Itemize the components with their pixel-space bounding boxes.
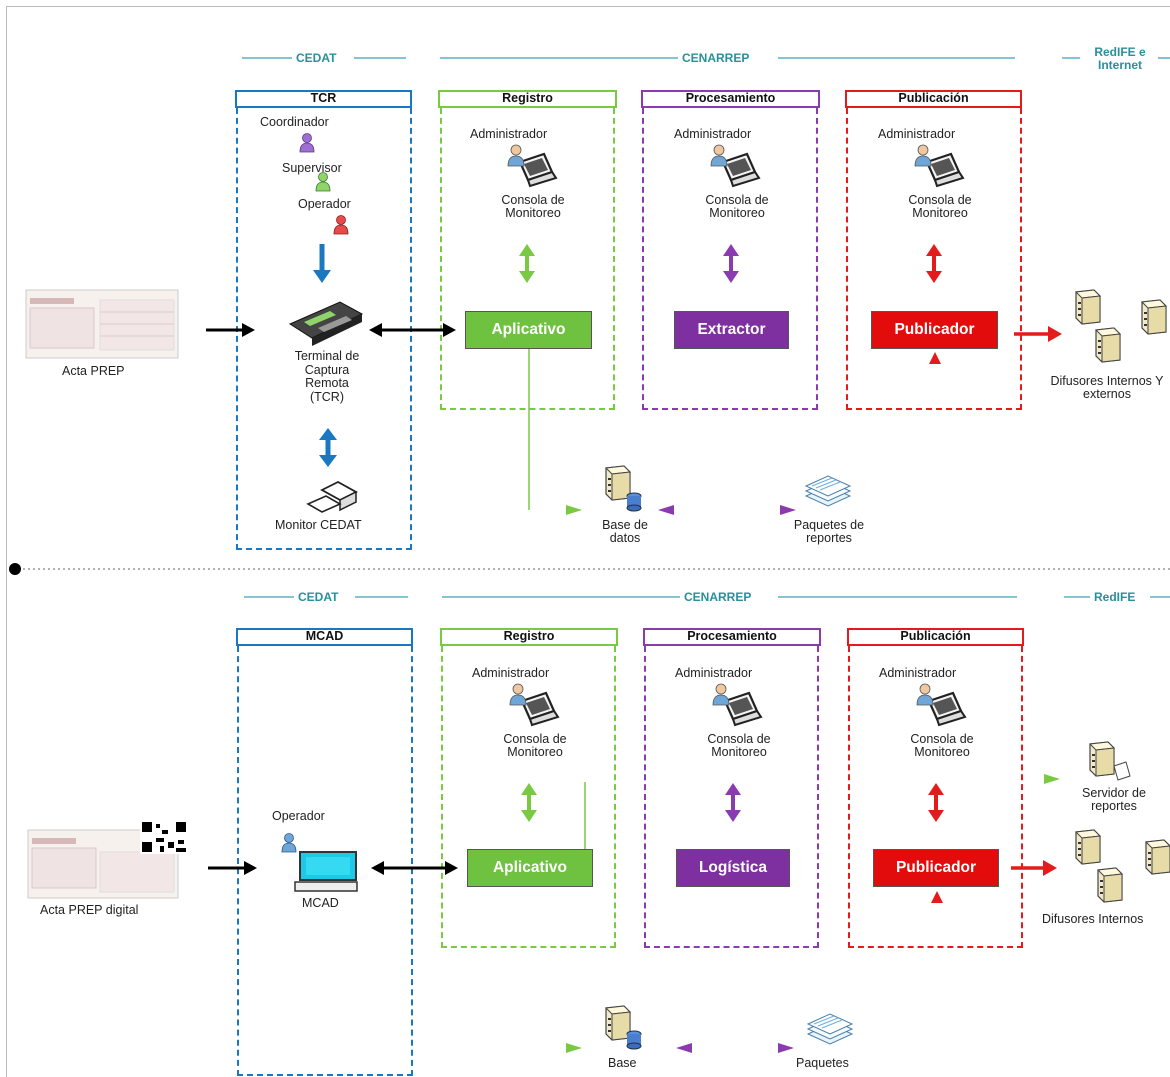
- column-header-tcr: TCR: [235, 90, 412, 108]
- aplicativo-box-2: Aplicativo: [467, 849, 593, 887]
- publicacion-console-label-2: Consola de Monitoreo: [910, 732, 974, 759]
- column-header-procesamiento: Procesamiento: [641, 90, 820, 108]
- section-cedat-2: CEDAT: [298, 590, 339, 604]
- logistica-box: Logística: [676, 849, 790, 887]
- person-icon: [315, 172, 331, 192]
- registro-console-label: Consola de Monitoreo: [501, 193, 565, 220]
- person-icon: [333, 215, 349, 235]
- base-label-2: Base: [608, 1056, 637, 1070]
- section-cenarrep: CENARREP: [682, 51, 750, 65]
- column-header-mcad: MCAD: [236, 628, 413, 646]
- monitor-cedat-label: Monitor CEDAT: [275, 518, 362, 532]
- column-body-procesamiento-2: [644, 646, 819, 948]
- documents-icon: [805, 475, 851, 507]
- frame: [6, 6, 1170, 1077]
- paquetes-label: Paquetes de reportes: [793, 518, 865, 545]
- laptop-icon: [506, 143, 558, 188]
- person-icon: [281, 833, 297, 853]
- registro-admin-label-2: Administrador: [472, 666, 550, 680]
- column-body-publicacion-2: [848, 646, 1023, 948]
- publicacion-console-label: Consola de Monitoreo: [908, 193, 972, 220]
- server-icon: [605, 465, 631, 501]
- section-cenarrep-2: CENARREP: [684, 590, 752, 604]
- laptop-icon: [913, 143, 965, 188]
- terminal-label: Terminal de Captura Remota (TCR): [294, 349, 360, 404]
- registro-admin-label: Administrador: [470, 127, 548, 141]
- operador-label-2: Operador: [272, 809, 325, 823]
- mcad-label: MCAD: [302, 896, 339, 910]
- servidor-reportes-label: Servidor de reportes: [1082, 786, 1146, 813]
- procesamiento-console-label-2: Consola de Monitoreo: [707, 732, 771, 759]
- section-cedat: CEDAT: [296, 51, 337, 65]
- computer-icon: [294, 851, 358, 892]
- server-icon: [1145, 839, 1170, 875]
- column-header-publicacion-2: Publicación: [847, 628, 1024, 646]
- column-body-publicacion: [846, 108, 1022, 410]
- procesamiento-admin-label-2: Administrador: [675, 666, 753, 680]
- payment-terminal-icon: [288, 301, 364, 346]
- column-header-registro-2: Registro: [440, 628, 618, 646]
- server-icon: [1095, 327, 1121, 363]
- publicador-box: Publicador: [871, 311, 998, 349]
- column-body-procesamiento: [642, 108, 818, 410]
- column-header-publicacion: Publicación: [845, 90, 1022, 108]
- publicacion-admin-label-2: Administrador: [879, 666, 957, 680]
- column-body-registro-2: [441, 646, 616, 948]
- server-icon: [1075, 289, 1101, 325]
- server-icon: [1141, 299, 1167, 335]
- acta-prep-label: Acta PREP: [62, 364, 125, 378]
- paquetes-label-2: Paquetes: [796, 1056, 849, 1070]
- server-icon: [1075, 829, 1101, 865]
- section-redife: RedIFE e Internet: [1094, 45, 1146, 72]
- role-supervisor: Supervisor: [282, 161, 342, 175]
- role-coordinador: Coordinador: [260, 115, 329, 129]
- column-header-procesamiento-2: Procesamiento: [643, 628, 821, 646]
- database-icon: [626, 1030, 642, 1050]
- server-icon: [1089, 741, 1115, 777]
- procesamiento-admin-label: Administrador: [674, 127, 752, 141]
- registro-console-label-2: Consola de Monitoreo: [503, 732, 567, 759]
- laptop-icon: [508, 682, 560, 727]
- server-icon: [1097, 867, 1123, 903]
- section-redife-2: RedIFE: [1094, 590, 1136, 604]
- laptop-icon: [711, 682, 763, 727]
- database-icon: [626, 492, 642, 512]
- server-icon: [605, 1005, 631, 1041]
- document-icon: [1113, 761, 1131, 781]
- computer-icon: [306, 480, 358, 513]
- acta-prep-digital-label: Acta PREP digital: [40, 903, 139, 917]
- documents-icon: [807, 1013, 853, 1045]
- publicador-box-2: Publicador: [873, 849, 999, 887]
- column-header-registro: Registro: [438, 90, 617, 108]
- extractor-box: Extractor: [674, 311, 789, 349]
- aplicativo-box: Aplicativo: [465, 311, 592, 349]
- difusores-label: Difusores Internos Y externos: [1050, 374, 1164, 401]
- document-icon: [25, 289, 179, 359]
- person-icon: [299, 133, 315, 153]
- laptop-icon: [709, 143, 761, 188]
- procesamiento-console-label: Consola de Monitoreo: [705, 193, 769, 220]
- base-datos-label: Base de datos: [602, 518, 648, 545]
- column-body-registro: [440, 108, 615, 410]
- role-operador: Operador: [298, 197, 351, 211]
- qr-code-icon: [140, 820, 188, 854]
- difusores-label-2: Difusores Internos: [1042, 912, 1144, 926]
- laptop-icon: [915, 682, 967, 727]
- publicacion-admin-label: Administrador: [878, 127, 956, 141]
